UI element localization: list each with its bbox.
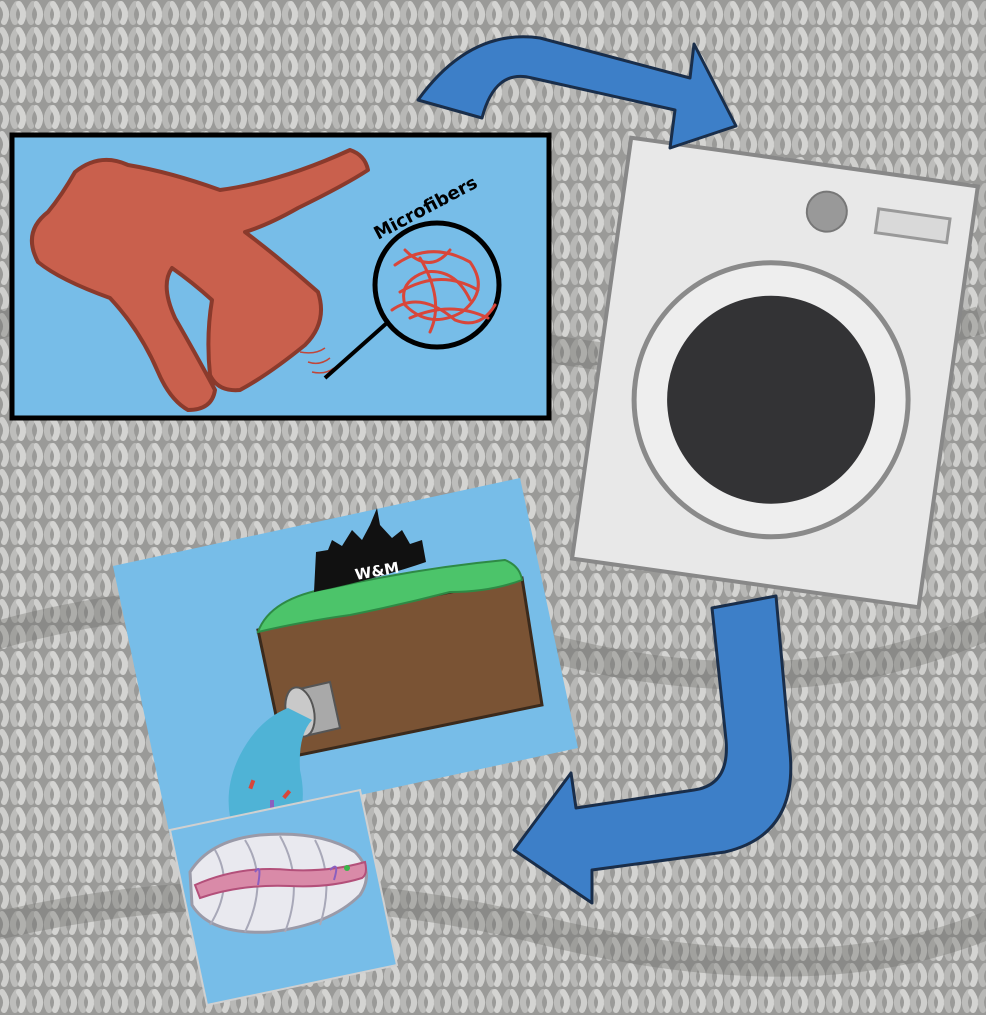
- clam-panel: [170, 790, 397, 1005]
- sweater-microfiber-panel: Microfibers: [12, 135, 549, 418]
- washing-machine-icon: [572, 138, 978, 608]
- magnifier-lens: [375, 223, 499, 347]
